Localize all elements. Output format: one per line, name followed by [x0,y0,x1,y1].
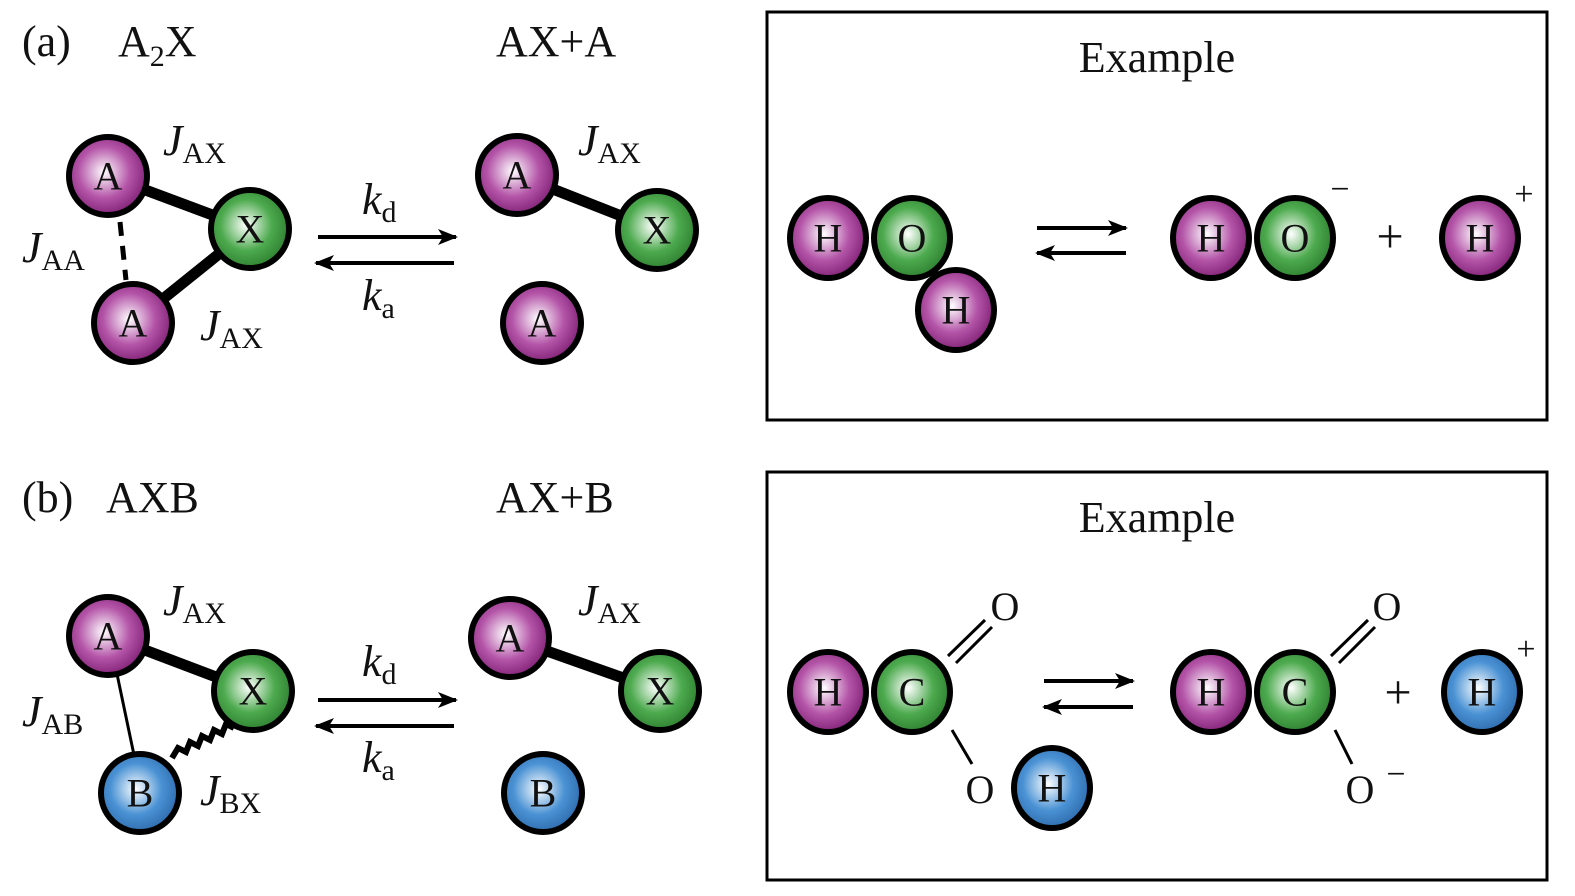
proton-b: H [1441,649,1523,735]
example-title-a: Example [1079,33,1235,82]
svg-text:O: O [1281,216,1310,261]
product-free-atom-b: B [501,751,585,835]
panel-a-product-title: AX+A [496,17,616,66]
hydroxide-charge: − [1330,171,1349,208]
svg-text:H: H [814,670,843,715]
formate-atom-c: C [1254,649,1336,735]
svg-text:H: H [1468,670,1497,715]
double-bond-line-1 [946,618,987,658]
formate-charge: − [1386,756,1405,793]
formate-double-bond-2 [1337,625,1377,665]
svg-text:X: X [643,208,672,253]
svg-text:H: H [1038,766,1067,811]
water-atom-h2: H [915,267,997,353]
coupling-jab: JAB [22,687,83,741]
formate-o-single: O [1346,767,1375,812]
example-box-b: Example O O H C H [765,470,1549,882]
svg-text:A: A [503,153,532,198]
formic-atom-c: C [871,649,953,735]
formate-double-bond-1 [1329,618,1370,658]
panel-b-label: (b) [22,473,73,522]
coupling-jax-top-b: JAX [163,576,226,630]
hydroxide-atom-o: O [1254,195,1336,281]
example-box-a: Example H O H H O − [765,10,1549,422]
atom-a: A [66,594,150,678]
formic-o-single: O [966,767,995,812]
svg-text:A: A [528,301,557,346]
svg-text:C: C [899,670,926,715]
proton-charge-a: + [1514,176,1533,213]
svg-text:A: A [119,301,148,346]
plus-sign-b: + [1384,666,1411,719]
formate-o-double: O [1373,584,1402,629]
example-title-b: Example [1079,493,1235,542]
svg-text:B: B [127,771,154,816]
svg-text:B: B [530,771,557,816]
atom-a1: A [66,134,150,218]
water-atom-h1: H [787,195,869,281]
single-bond-c-o [950,729,974,765]
atom-a2: A [91,281,175,365]
coupling-jax-product-b: JAX [578,576,641,630]
formate-single-bond [1333,729,1354,765]
panel-a-reactant-title: A2X [118,17,197,73]
panel-a-label: (a) [22,17,71,66]
formic-acidic-h: H [1011,745,1093,831]
plus-sign-a: + [1376,210,1403,263]
svg-text:X: X [646,669,675,714]
coupling-jbx: JBX [200,766,262,820]
coupling-jax-bottom: JAX [200,301,263,355]
product-atom-a-b: A [468,596,552,680]
coupling-jax-top: JAX [163,116,226,170]
atom-x: X [211,649,295,733]
rate-kd-b: kd [362,637,397,691]
double-bond-line-2 [954,625,994,665]
hydroxide-atom-h: H [1170,195,1252,281]
formic-o-double: O [991,584,1020,629]
svg-text:A: A [94,614,123,659]
rate-ka-b: ka [362,733,395,787]
bond-a-b [115,673,136,756]
panel-b-product-title: AX+B [496,473,614,522]
product-atom-x-b: X [618,649,702,733]
svg-text:A: A [94,154,123,199]
svg-text:H: H [1197,216,1226,261]
svg-text:H: H [1197,670,1226,715]
svg-text:X: X [236,207,265,252]
svg-text:H: H [942,288,971,333]
svg-text:X: X [239,669,268,714]
bond-b-x-spring [169,719,236,760]
formic-atom-h: H [787,649,869,735]
proton-charge-b: + [1516,631,1535,668]
product-free-atom-a: A [500,281,584,365]
svg-text:H: H [1466,216,1495,261]
proton-a: H [1439,195,1521,281]
product-atom-a: A [475,133,559,217]
panel-b-reactant-title: AXB [106,473,199,522]
coupling-jax-product: JAX [578,116,641,170]
atom-b: B [98,751,182,835]
rate-kd: kd [362,175,397,229]
panel-b: (b) AXB AX+B A X B JAX JAB JBX kd ka A [22,470,1549,882]
svg-text:A: A [496,616,525,661]
svg-text:H: H [814,216,843,261]
coupling-jaa: JAA [22,223,85,277]
rate-ka: ka [362,271,395,325]
bond-a1-a2-dashed [117,221,129,281]
svg-text:C: C [1282,670,1309,715]
water-atom-o: O [871,195,953,281]
svg-text:O: O [898,216,927,261]
product-atom-x: X [615,188,699,272]
formate-atom-h: H [1170,649,1252,735]
atom-x: X [208,187,292,271]
panel-a: (a) A2X AX+A A X A JAX JAA JAX kd ka [22,10,1549,422]
